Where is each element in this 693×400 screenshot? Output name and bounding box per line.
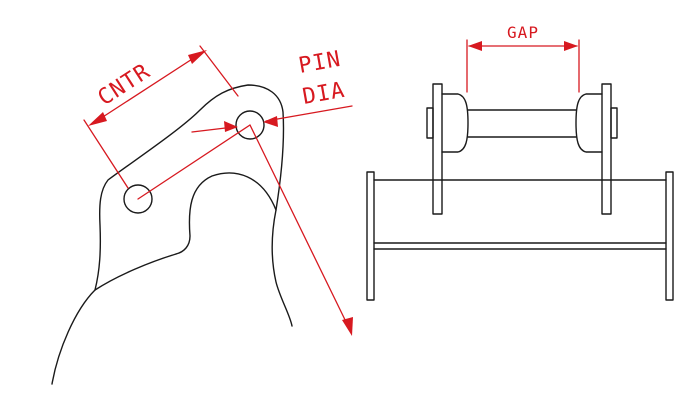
radial-arrow-line: [249, 124, 351, 331]
gap-arrowhead-left: [468, 41, 482, 51]
radial-arrow: [249, 124, 353, 336]
pin-diameter-dimension: PIN DIA: [191, 47, 353, 133]
bracket-side-view: [51, 84, 293, 385]
bracket-lower-edge: [94, 253, 177, 291]
right-outer-boss: [610, 107, 618, 139]
left-inner-boss: [441, 93, 469, 153]
bracket-inner-notch: [175, 172, 277, 255]
pin-dia-label-line1: PIN: [297, 47, 343, 79]
bracket-outline: [51, 84, 293, 385]
gap-dimension: GAP: [466, 23, 580, 93]
cntr-arrowhead-left: [88, 112, 107, 126]
left-side-plate: [366, 171, 375, 301]
gap-arrowhead-right: [564, 41, 578, 51]
pin-dia-arrowhead-left: [224, 121, 238, 132]
right-inner-boss: [575, 93, 603, 153]
left-ear-plate: [432, 83, 443, 215]
cntr-extension-line-upper: [199, 45, 239, 97]
cntr-dimension-line: [91, 51, 204, 125]
pin-dia-leader-right: [265, 105, 353, 122]
center-line: [137, 124, 251, 200]
cntr-extension-line-lower: [83, 119, 129, 189]
right-ear-plate: [601, 83, 612, 215]
pin-hole-lower: [123, 184, 153, 214]
pin-dia-arrowhead-right: [263, 116, 278, 127]
pin-hole-upper: [235, 110, 265, 140]
right-side-plate: [665, 171, 674, 301]
bucket-front-view: [366, 83, 674, 301]
gap-label: GAP: [507, 23, 539, 42]
left-outer-boss: [426, 107, 434, 139]
pin-dia-label-line2: DIA: [301, 78, 347, 110]
cntr-arrowhead-right: [188, 50, 207, 64]
radial-arrowhead: [342, 317, 353, 336]
